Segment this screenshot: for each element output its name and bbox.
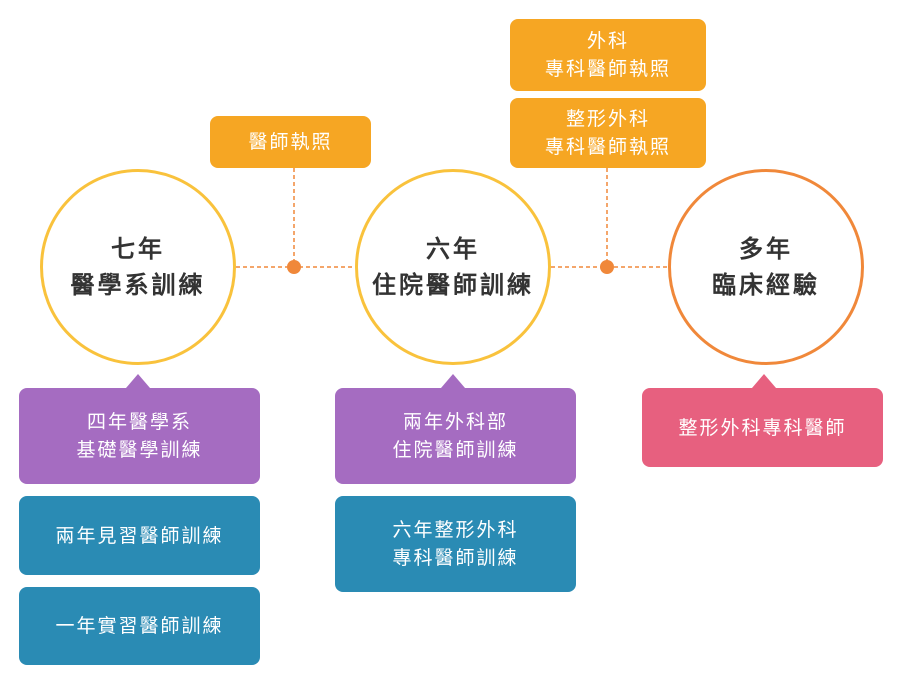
col1-box-basic-medicine: 四年醫學系 基礎醫學訓練 — [19, 388, 260, 484]
arrow-up-col2 — [441, 374, 465, 388]
license-surgery-line1: 外科 — [586, 30, 629, 52]
stage-circle-clinical: 多年 臨床經驗 — [668, 169, 864, 365]
license-box-surgery: 外科 專科醫師執照 — [510, 19, 706, 91]
col2-box-2-line1: 六年整形外科 — [392, 519, 519, 541]
col3-box-plastic-specialist: 整形外科專科醫師 — [642, 388, 883, 467]
license-plastic-line2: 專科醫師執照 — [544, 136, 671, 158]
stage-3-label: 臨床經驗 — [712, 271, 820, 299]
stage-circle-medical-school: 七年 醫學系訓練 — [40, 169, 236, 365]
junction-dot-2 — [600, 260, 614, 274]
col1-box-1-line1: 四年醫學系 — [86, 411, 192, 433]
col1-box-2-text: 兩年見習醫師訓練 — [55, 524, 224, 547]
junction-dot-1 — [287, 260, 301, 274]
arrow-up-col1 — [126, 374, 150, 388]
stage-circle-residency: 六年 住院醫師訓練 — [355, 169, 551, 365]
col1-box-clerkship: 兩年見習醫師訓練 — [19, 496, 260, 575]
col2-box-1-line2: 住院醫師訓練 — [392, 439, 519, 461]
stage-1-label: 醫學系訓練 — [70, 271, 206, 299]
stage-3-years: 多年 — [739, 235, 793, 263]
license-medical-text: 醫師執照 — [248, 131, 333, 153]
col1-box-internship: 一年實習醫師訓練 — [19, 587, 260, 665]
col2-box-1-line1: 兩年外科部 — [402, 411, 508, 433]
col2-box-surgery-residency: 兩年外科部 住院醫師訓練 — [335, 388, 576, 484]
arrow-up-col3 — [752, 374, 776, 388]
license-surgery-line2: 專科醫師執照 — [544, 58, 671, 80]
col1-box-3-text: 一年實習醫師訓練 — [55, 615, 224, 637]
col2-box-plastic-training: 六年整形外科 專科醫師訓練 — [335, 496, 576, 592]
stage-1-years: 七年 — [111, 235, 165, 263]
license-box-medical: 醫師執照 — [210, 116, 371, 168]
col1-box-1-line2: 基礎醫學訓練 — [76, 439, 203, 461]
license-box-plastic-surgery: 整形外科 專科醫師執照 — [510, 98, 706, 168]
col3-box-1-text: 整形外科專科醫師 — [678, 416, 847, 439]
license-plastic-line1: 整形外科 — [565, 108, 650, 130]
stage-2-years: 六年 — [426, 235, 480, 263]
stage-2-label: 住院醫師訓練 — [372, 271, 534, 299]
col2-box-2-line2: 專科醫師訓練 — [392, 547, 519, 569]
